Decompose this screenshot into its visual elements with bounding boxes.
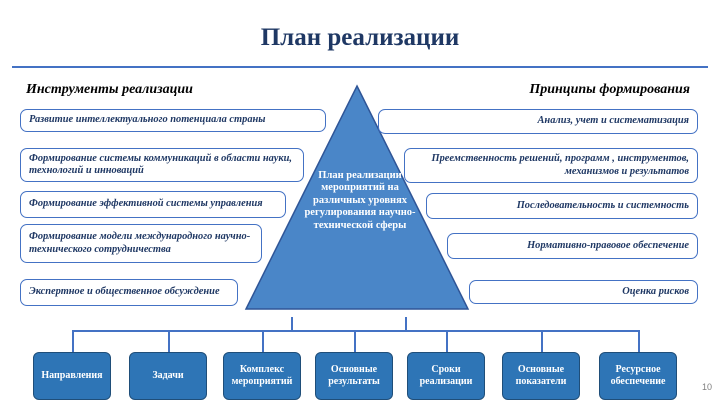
left-heading: Инструменты реализации	[26, 82, 193, 97]
connector-drop-6	[541, 330, 543, 352]
bottom-box-measures: Комплекс мероприятий	[223, 352, 301, 400]
bottom-box-timeline: Сроки реализации	[407, 352, 485, 400]
connector-drop-3	[262, 330, 264, 352]
page-number: 10	[702, 382, 713, 392]
bottom-box-indicators: Основные показатели	[502, 352, 580, 400]
right-item-1: Анализ, учет и систематизация	[378, 109, 698, 134]
left-item-1: Развитие интеллектуального потенциала ст…	[20, 109, 326, 132]
connector-stem-right	[405, 317, 407, 331]
left-item-3: Формирование эффективной системы управле…	[20, 191, 286, 218]
connector-drop-4	[354, 330, 356, 352]
connector-drop-1	[72, 330, 74, 352]
connector-drop-5	[446, 330, 448, 352]
title-divider	[12, 66, 708, 68]
connector-drop-2	[168, 330, 170, 352]
right-item-4: Нормативно-правовое обеспечение	[447, 233, 698, 259]
bottom-box-tasks: Задачи	[129, 352, 207, 400]
left-item-5: Экспертное и общественное обсуждение	[20, 279, 238, 306]
right-item-3: Последовательность и системность	[426, 193, 698, 219]
right-item-2: Преемственность решений, программ , инст…	[404, 148, 698, 183]
connector-drop-7	[638, 330, 640, 352]
pyramid-label: План реализации мероприятий на различных…	[304, 170, 416, 231]
connector-stem-left	[291, 317, 293, 331]
right-heading: Принципы формирования	[529, 82, 690, 97]
left-item-2: Формирование системы коммуникаций в обла…	[20, 148, 304, 182]
bottom-box-resources: Ресурсное обеспечение	[599, 352, 677, 400]
pyramid-triangle	[244, 84, 470, 310]
right-item-5: Оценка рисков	[469, 280, 698, 304]
bottom-box-results: Основные результаты	[315, 352, 393, 400]
page-title: План реализации	[260, 24, 460, 51]
left-item-4: Формирование модели международного научн…	[20, 224, 262, 263]
bottom-box-directions: Направления	[33, 352, 111, 400]
